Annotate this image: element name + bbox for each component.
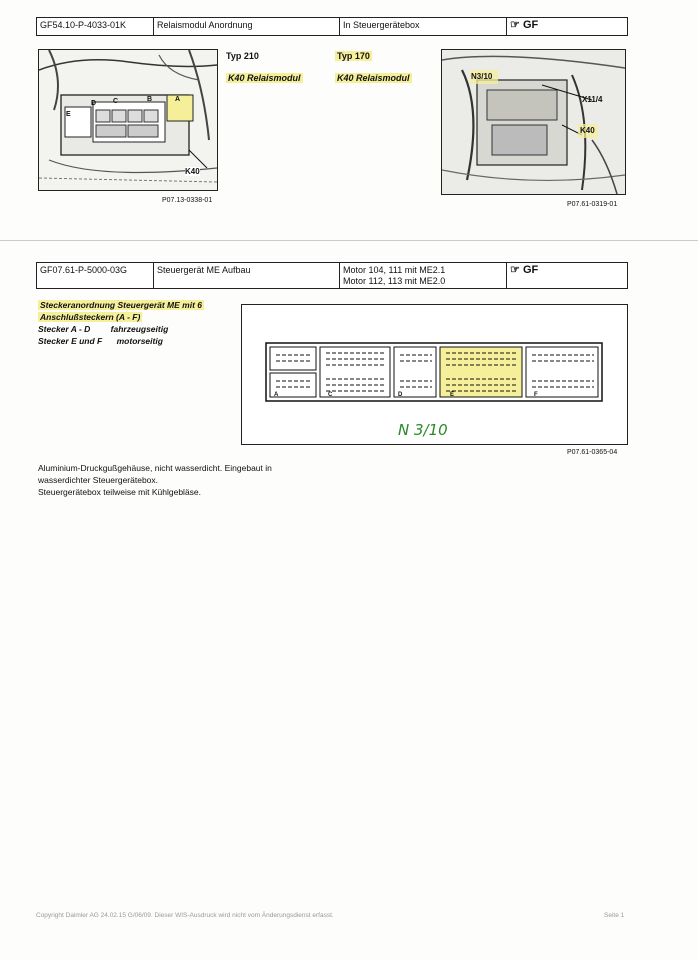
k40-label-right: K40 [580,126,595,135]
motor-line-1: Motor 104, 111 mit ME2.1 [343,265,446,275]
connector-label-e: E [66,111,71,118]
motor-line-2: Motor 112, 113 mit ME2.0 [343,276,446,286]
doc-location: In Steuergerätebox [340,18,507,35]
connector-label-d: D [91,100,97,107]
section-divider [0,240,698,241]
connector-label-c: C [113,98,119,105]
connector-letter-c: C [328,392,333,398]
typ170-label: Typ 170 [335,51,372,61]
doc-code: GF54.10-P-4033-01K [37,18,154,35]
gf-label: GF [522,19,539,31]
relay-module-photo-right: N3/10 X11/4 K40 [441,49,626,195]
description-text: Aluminium-Druckgußgehäuse, nicht wasserd… [38,462,272,498]
gf-cell-2: ☞ GF [507,263,627,288]
gf-label-2: GF [522,264,539,276]
desc-line-2: wasserdichter Steuergerätebox. [38,475,159,485]
ref-diagram: P07.61-0365-04 [567,449,618,456]
header-table-1: GF54.10-P-4033-01K Relaismodul Anordnung… [36,17,628,36]
connector-label-a: A [175,96,181,103]
k40-relaismodul-label-a: K40 Relaismodul [226,73,303,83]
header-table-2: GF07.61-P-5000-03G Steuergerät ME Aufbau… [36,262,628,289]
typ210-label: Typ 210 [226,51,259,61]
copyright-note: Copyright Daimler AG 24.02.15 G/06/09. D… [36,912,334,919]
relay-module-photo-left: E D C B A K40 [38,49,218,191]
heading-line-2: Anschlußsteckern (A - F) [38,312,143,322]
heading-line-1: Steckeranordnung Steuergerät ME mit 6 [38,300,205,310]
gf-cell: ☞ GF [507,18,627,35]
ref-right: P07.61-0319-01 [567,201,618,208]
connector-letter-f: F [534,392,538,398]
desc-line-3: Steuergerätebox teilweise mit Kühlgebläs… [38,487,202,497]
motor-cell: Motor 104, 111 mit ME2.1 Motor 112, 113 … [340,263,507,288]
stecker-ad-line: Stecker A - D fahrzeugseitig [38,324,169,334]
connector-heading: Steckeranordnung Steuergerät ME mit 6 An… [38,299,205,347]
k40-relaismodul-label-b: K40 Relaismodul [335,73,412,83]
connector-letter-a: A [274,392,279,398]
connector-letter-d: D [398,392,403,398]
connector-letter-e: E [450,392,455,398]
doc-title-2: Steuergerät ME Aufbau [154,263,340,288]
engine-bay-sketch-left [39,50,217,190]
x114-label-right: X11/4 [582,95,603,104]
k40-label-left: K40 [185,167,200,176]
connector-diagram: A C D E F N 3/10 [241,304,628,445]
ref-left: P07.13-0338-01 [162,197,213,204]
pointing-hand-icon: ☞ [510,19,520,31]
ecu-connector-sketch [265,342,603,402]
connector-label-b: B [147,96,153,103]
page-number: Seite 1 [604,912,625,919]
stecker-ef-line: Stecker E und F motorseitig [38,336,163,346]
n310-label-right: N3/10 [471,72,493,81]
desc-line-1: Aluminium-Druckgußgehäuse, nicht wasserd… [38,463,272,473]
handwritten-n310: N 3/10 [398,421,448,439]
engine-bay-sketch-right [442,50,625,194]
pointing-hand-icon: ☞ [510,264,520,276]
doc-title: Relaismodul Anordnung [154,18,340,35]
doc-code-2: GF07.61-P-5000-03G [37,263,154,288]
